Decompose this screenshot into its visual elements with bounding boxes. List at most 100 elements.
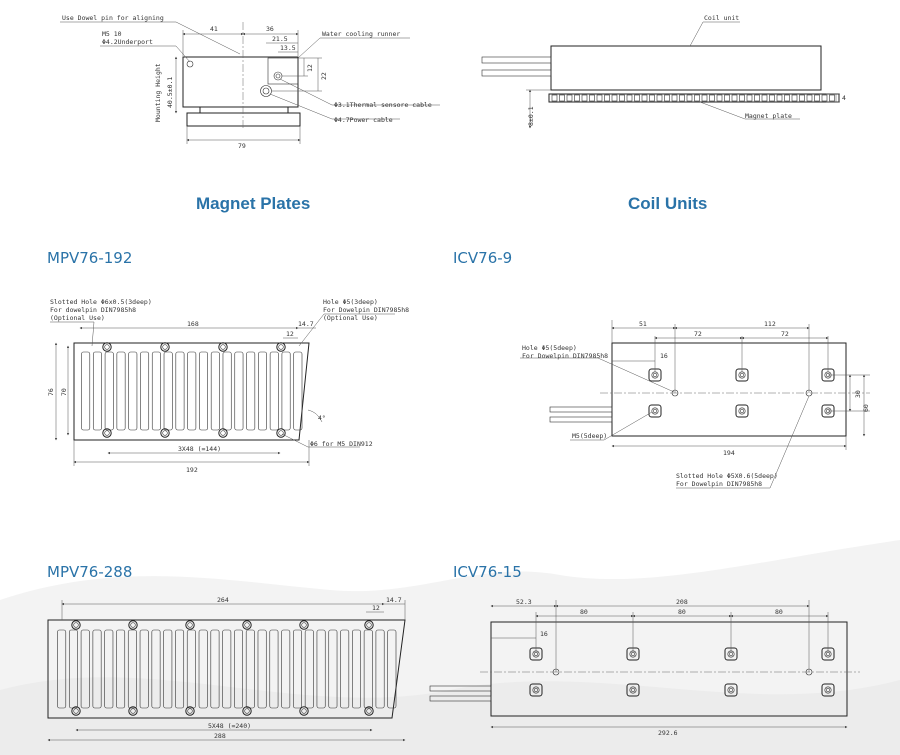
slotted-hole-line-3: (Optional Use) — [50, 314, 105, 322]
slotted-hole-line-1: Slotted Hole Φ6x0.5(3deep) — [50, 298, 152, 306]
dim-80-c: 80 — [775, 608, 783, 616]
magnet-slot — [387, 629, 397, 709]
dim-52-3: 52.3 — [516, 598, 532, 606]
coil-unit-label: Coil unit — [704, 14, 739, 22]
threaded-hole-core — [533, 651, 539, 657]
dim-208: 208 — [676, 598, 688, 606]
magnet-slot — [352, 629, 361, 709]
mpv76-288-drawing — [47, 600, 406, 742]
dowel-note: Use Dowel pin for aligning — [62, 14, 164, 22]
dim-14-7-b: 14.7 — [386, 596, 402, 604]
dim-292-6: 292.6 — [658, 729, 678, 737]
angle-label: 4° — [318, 414, 326, 422]
threaded-hole-core — [739, 372, 745, 378]
model-mpv76-192: MPV76-192 — [47, 249, 132, 267]
magnet-segment — [566, 94, 573, 102]
dim-41: 41 — [210, 25, 218, 33]
threaded-hole-boss — [626, 683, 640, 697]
magnet-segment — [559, 94, 565, 102]
mount-hole-inner — [366, 708, 372, 714]
mount-hole-inner — [278, 430, 284, 436]
threaded-hole — [738, 407, 746, 415]
slotted-hole-line-2: For dowelpin DIN7985h8 — [50, 306, 136, 314]
magnet-slot — [139, 629, 149, 709]
mount-hole — [71, 706, 81, 716]
magnet-segment — [671, 94, 678, 102]
gap-label: 8±0.1 — [527, 106, 535, 126]
pitch-240: 5X48 (=240) — [208, 722, 251, 730]
threaded-hole-core — [825, 651, 831, 657]
dim-76: 76 — [47, 388, 55, 396]
magnet-slot — [57, 629, 67, 709]
magnet-segment — [791, 94, 798, 102]
mount-hole — [160, 342, 170, 352]
dim-60: 60 — [862, 404, 870, 412]
magnet-segment — [664, 94, 670, 102]
magnet-segment — [581, 94, 588, 102]
magnet-slot — [340, 629, 350, 709]
magnet-segment — [761, 94, 768, 102]
mpv76-192-labels: Slotted Hole Φ6x0.5(3deep) For dowelpin … — [47, 298, 409, 474]
mount-hole-inner — [301, 622, 307, 628]
magnet-segment — [649, 94, 655, 102]
dim-16: 16 — [660, 352, 668, 360]
dim-16-b: 16 — [540, 630, 548, 638]
magnet-segment — [551, 94, 558, 102]
mount-hole — [185, 706, 195, 716]
icv76-9-labels: Hole Φ5(5deep) For Dowelpin DIN7985h8 51… — [522, 320, 870, 488]
dim-80-b: 80 — [678, 608, 686, 616]
mount-hole — [364, 706, 374, 716]
mount-hole-inner — [244, 622, 250, 628]
dim-12: 12 — [306, 64, 314, 72]
dim-168: 168 — [187, 320, 199, 328]
model-icv76-15: ICV76-15 — [453, 563, 522, 581]
magnet-segment — [799, 94, 805, 102]
thermal-cable-label: Φ3.1Thermal sensore cable — [334, 101, 432, 109]
mount-hole-inner — [162, 344, 168, 350]
threaded-hole — [651, 407, 659, 415]
mount-hole-inner — [244, 708, 250, 714]
coil-units-heading: Coil Units — [628, 194, 707, 213]
mount-hole-inner — [278, 344, 284, 350]
threaded-hole — [727, 686, 735, 694]
mount-hole-inner — [73, 708, 79, 714]
mount-hole-inner — [162, 430, 168, 436]
mount-hole-inner — [301, 708, 307, 714]
dim-194: 194 — [723, 449, 735, 457]
hole-label-line-2: For Dowelpin DIN7985h8 — [522, 352, 608, 360]
mount-hole-inner — [220, 430, 226, 436]
magnet-slot — [175, 351, 185, 431]
magnet-segment — [709, 94, 715, 102]
magnet-segment — [784, 94, 790, 102]
magnet-slot — [316, 629, 326, 709]
magnet-slot — [81, 351, 91, 431]
magnet-slot — [127, 629, 137, 709]
magnet-segment — [574, 94, 580, 102]
threaded-hole-boss — [529, 683, 543, 697]
mount-hole — [128, 706, 138, 716]
mount-hole — [218, 342, 228, 352]
magnet-segment — [634, 94, 640, 102]
icv76-9-drawing — [520, 320, 870, 489]
magnet-slot — [175, 629, 185, 709]
mount-hole-inner — [73, 622, 79, 628]
dim-264: 264 — [217, 596, 229, 604]
magnet-slot — [257, 629, 267, 709]
hole-line-2: For Dowelpin DIN7985h8 — [323, 306, 409, 314]
magnet-segment — [806, 94, 813, 102]
magnet-slot — [92, 629, 102, 709]
background-waves — [0, 540, 900, 755]
mount-hole — [276, 428, 286, 438]
mount-hole-inner — [104, 430, 110, 436]
dim-79: 79 — [238, 142, 246, 150]
magnet-slot — [281, 629, 291, 709]
magnet-segment — [731, 94, 738, 102]
magnet-slot — [363, 629, 373, 709]
magnet-slot — [151, 629, 161, 709]
magnet-slot — [116, 629, 126, 709]
dim-192: 192 — [186, 466, 198, 474]
magnet-plates-heading: Magnet Plates — [196, 194, 310, 213]
threaded-hole-core — [728, 687, 734, 693]
dim-4: 4 — [842, 94, 846, 102]
mount-hole — [185, 620, 195, 630]
